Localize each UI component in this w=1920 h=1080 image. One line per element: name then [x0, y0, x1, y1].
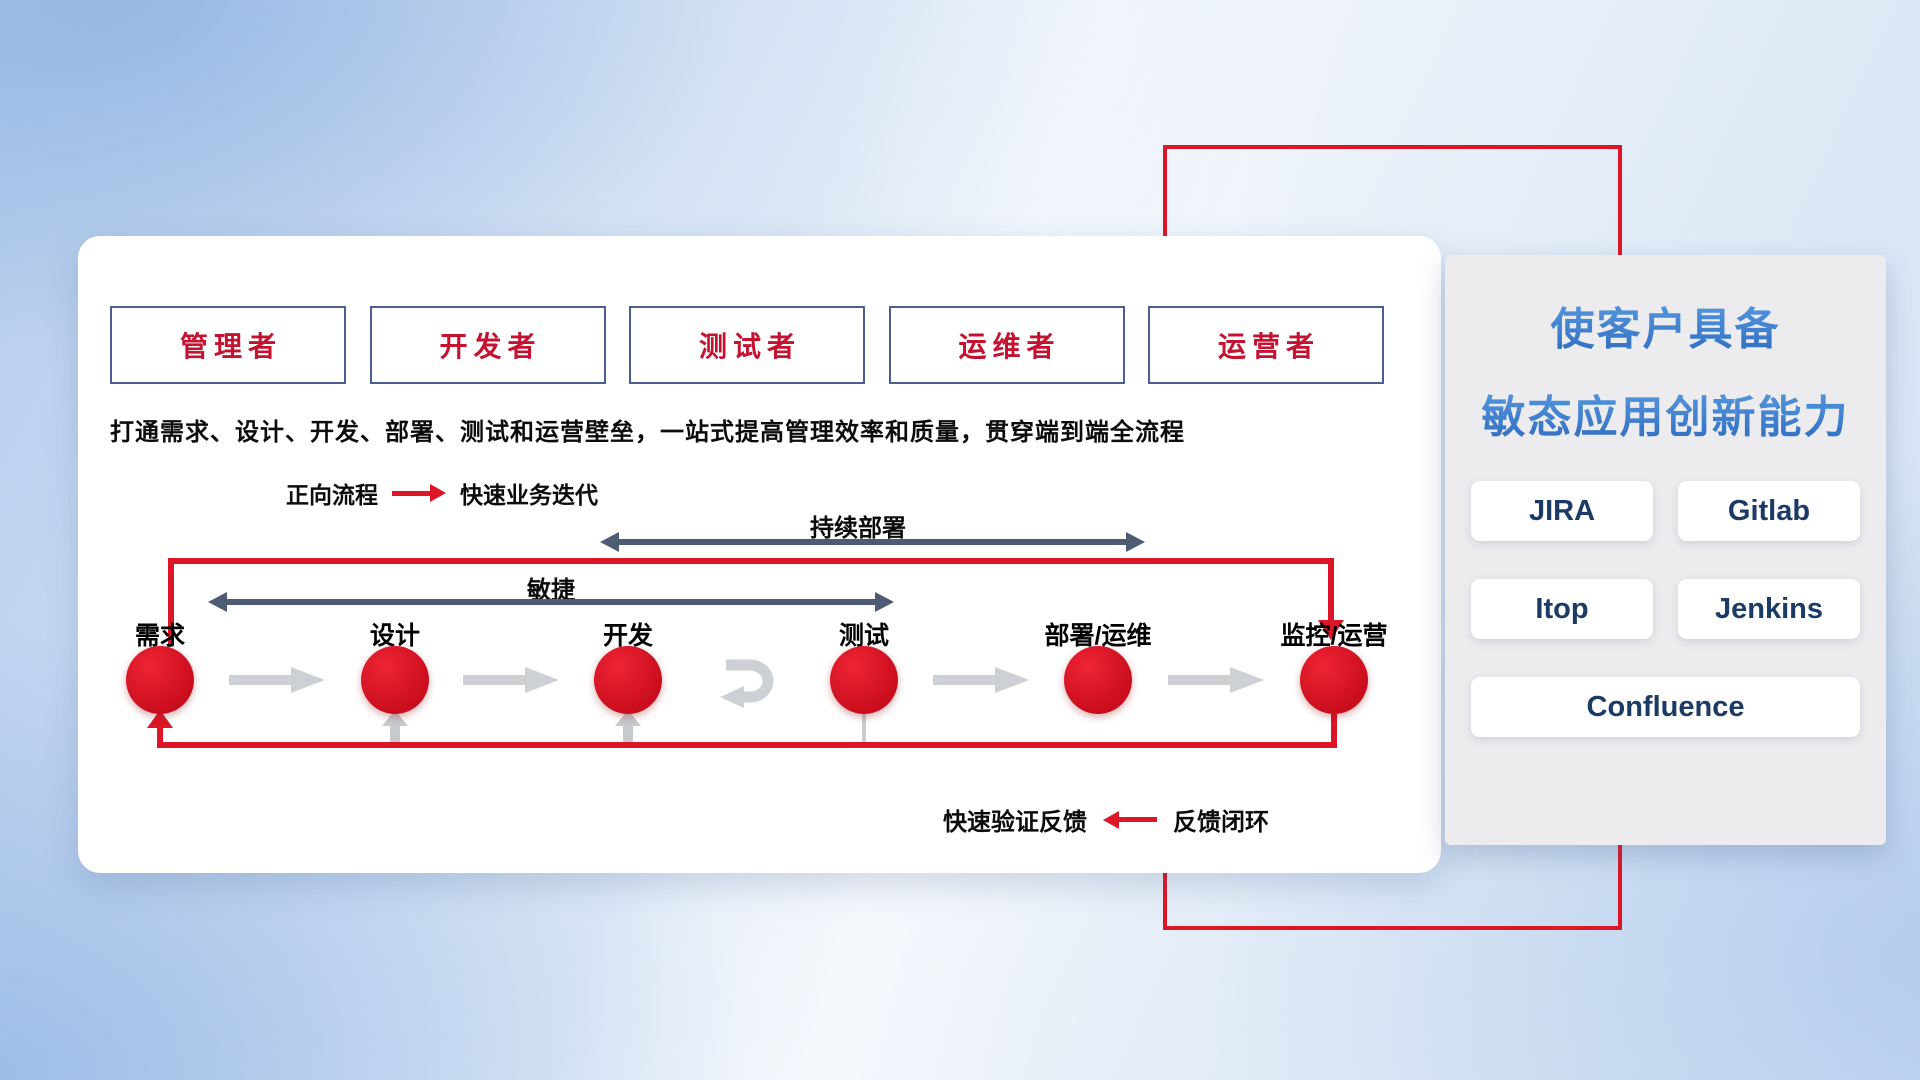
flow-node-label: 监控/运营 — [1280, 622, 1388, 650]
flow-node-label: 部署/运维 — [1044, 622, 1152, 650]
tool-badge-itop: Itop — [1471, 579, 1653, 639]
capability-panel: 使客户具备 敏态应用创新能力 JIRA Gitlab Itop Jenkins … — [1445, 255, 1886, 845]
step-arrow-icon — [229, 667, 325, 693]
feedback-value: 反馈闭环 — [1173, 809, 1269, 836]
tool-badge-jira: JIRA — [1471, 481, 1653, 541]
headline-text: 打通需求、设计、开发、部署、测试和运营壁垒，一站式提高管理效率和质量，贯穿端到端… — [110, 419, 1185, 446]
feedback-up-arrowhead-icon — [382, 710, 408, 726]
role-label: 管理者 — [179, 331, 282, 362]
devops-flow-card: 管理者 开发者 测试者 运维者 运营者 打通需求、设计、开发、部署、测试和运营壁… — [78, 236, 1441, 873]
forward-arrow-icon — [392, 484, 446, 502]
tool-row: Itop Jenkins — [1471, 579, 1860, 639]
step-arrow-icon — [933, 667, 1029, 693]
legend-feedback: 快速验证反馈 反馈闭环 — [943, 802, 1269, 837]
role-box-business-ops: 运营者 — [1148, 306, 1384, 384]
feedback-loop-arrowhead-icon — [147, 710, 173, 728]
feedback-loop-line — [157, 726, 163, 742]
feedback-up-arrow-icon — [390, 726, 400, 742]
forward-flow-value: 快速业务迭代 — [460, 482, 598, 508]
continuous-deploy-label: 持续部署 — [810, 515, 906, 542]
step-arrow-icon — [1168, 667, 1264, 693]
agile-arrow-icon — [208, 592, 894, 612]
panel-title-line1: 使客户具备 — [1445, 293, 1886, 357]
tool-row: JIRA Gitlab — [1471, 481, 1860, 541]
flow-node-label: 测试 — [838, 622, 889, 650]
flow-node-label: 开发 — [602, 622, 653, 650]
roles-row: 管理者 开发者 测试者 运维者 运营者 — [110, 306, 1384, 384]
forward-loop-line — [168, 558, 174, 646]
feedback-label: 快速验证反馈 — [943, 809, 1087, 836]
feedback-arrow-icon — [1103, 810, 1157, 829]
flow-node-circle — [830, 646, 898, 714]
flow-node-circle — [126, 646, 194, 714]
flow-node-label: 需求 — [134, 622, 185, 650]
iteration-loop-icon — [720, 659, 774, 708]
tool-badge-gitlab: Gitlab — [1678, 481, 1860, 541]
forward-flow-label: 正向流程 — [286, 482, 378, 508]
role-box-manager: 管理者 — [110, 306, 346, 384]
flow-node-circle — [1300, 646, 1368, 714]
forward-loop-line — [168, 558, 1334, 564]
panel-title-line2: 敏态应用创新能力 — [1445, 381, 1886, 445]
feedback-up-arrow-icon — [623, 726, 633, 742]
step-arrow-icon — [463, 667, 559, 693]
continuous-deploy-arrow-icon — [600, 532, 1145, 552]
forward-loop-arrowhead-icon — [1318, 620, 1344, 640]
role-label: 测试者 — [698, 331, 801, 362]
role-label: 运维者 — [958, 331, 1061, 362]
role-box-ops: 运维者 — [888, 306, 1125, 384]
forward-loop-line — [1328, 558, 1334, 622]
test-feedback-line — [862, 714, 866, 742]
flow-node-circle — [594, 646, 662, 714]
flow-node-circle — [361, 646, 429, 714]
tool-badge-jenkins: Jenkins — [1678, 579, 1860, 639]
feedback-loop-line — [157, 742, 1337, 748]
role-box-developer: 开发者 — [369, 306, 606, 384]
feedback-loop-line — [1331, 714, 1337, 742]
role-label: 运营者 — [1217, 331, 1320, 362]
flow-node-label: 设计 — [369, 622, 420, 650]
flow-node-circle — [1064, 646, 1132, 714]
legend-forward: 正向流程 快速业务迭代 — [286, 476, 598, 510]
role-label: 开发者 — [439, 331, 542, 362]
role-box-tester: 测试者 — [629, 306, 865, 384]
tool-badge-confluence: Confluence — [1471, 677, 1860, 737]
feedback-up-arrowhead-icon — [615, 710, 641, 726]
